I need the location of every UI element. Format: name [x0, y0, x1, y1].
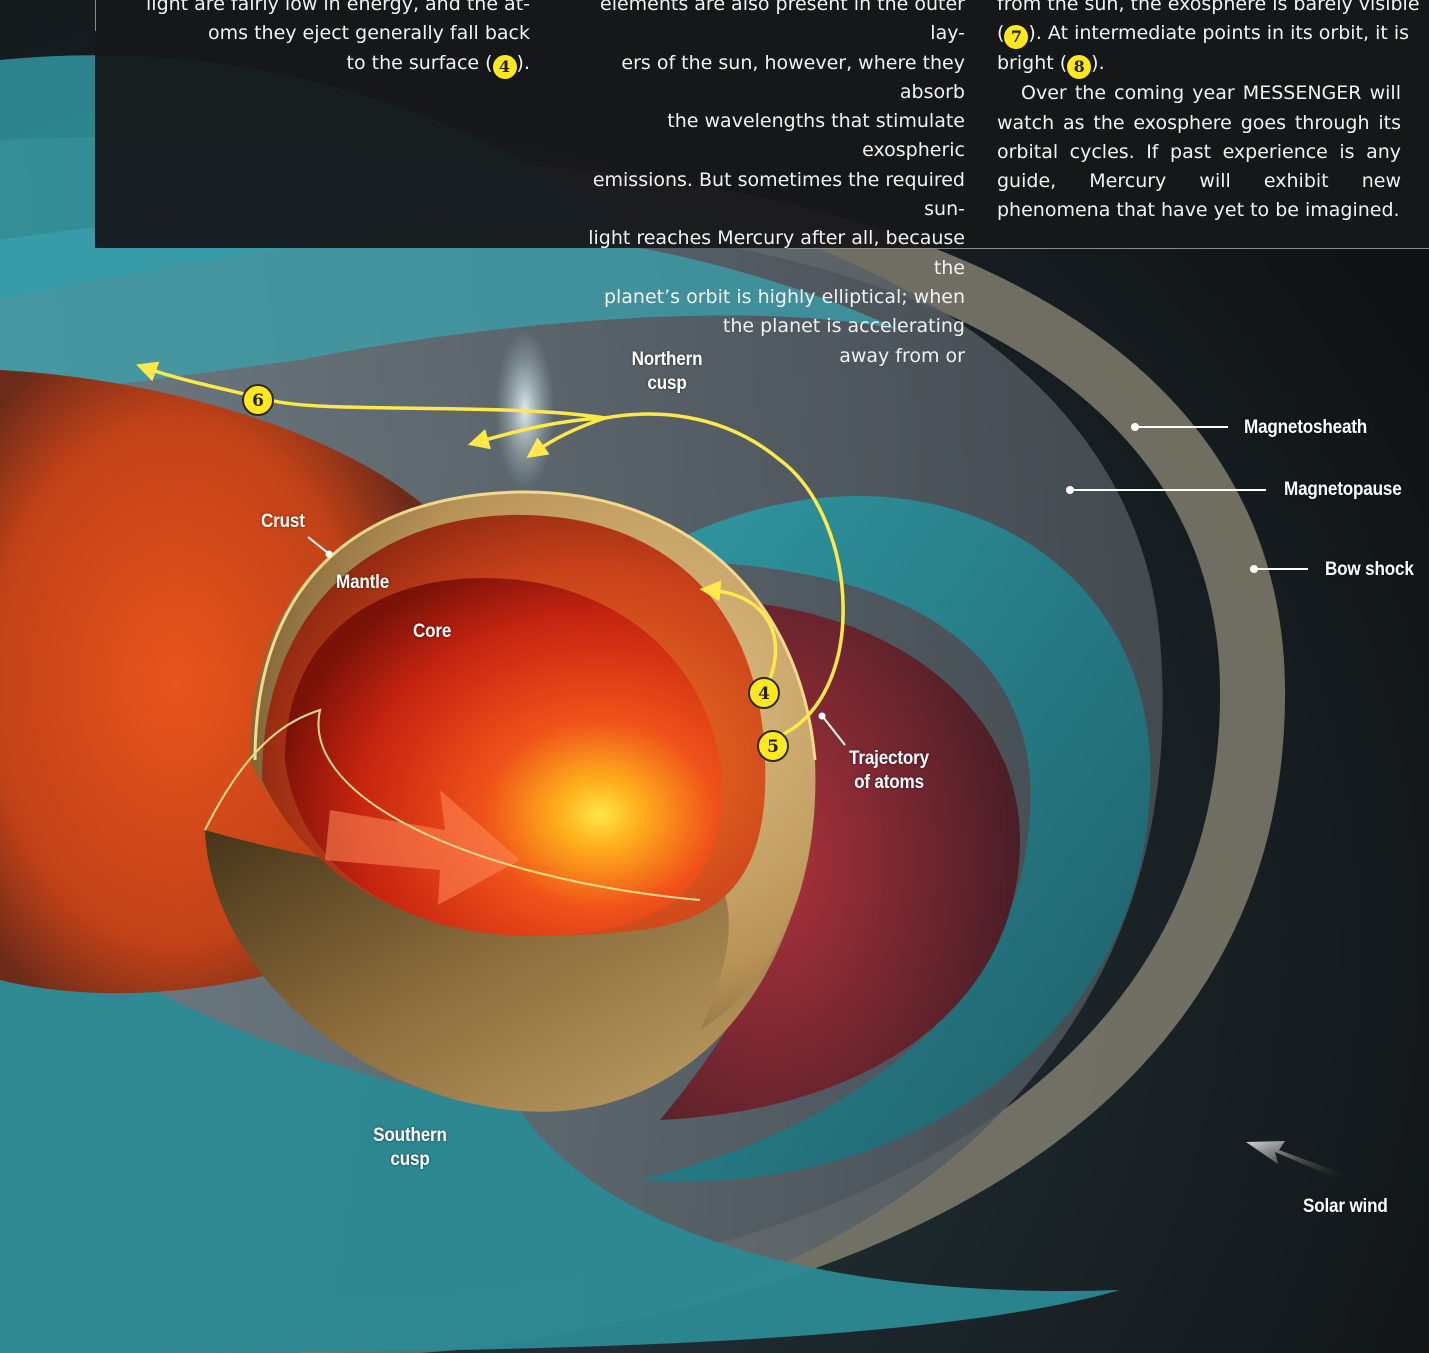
- label-core: Core: [413, 620, 451, 644]
- band-left-border: [95, 0, 96, 31]
- article-column-3: from the sun, the exosphere is barely vi…: [997, 0, 1401, 226]
- col1-line-3: to the surface (4).: [120, 49, 530, 79]
- svg-text:5: 5: [767, 737, 779, 757]
- marker-5: 5: [758, 731, 788, 761]
- col3-line-1: from the sun, the exosphere is barely vi…: [997, 0, 1401, 19]
- col2-line-4: emissions. But sometimes the required su…: [560, 166, 965, 225]
- col2-line-1: elements are also present in the outer l…: [560, 0, 965, 49]
- label-crust: Crust: [261, 510, 305, 534]
- col3-line-3: bright (8).: [997, 49, 1401, 79]
- label-trajectory-of-atoms: Trajectory of atoms: [835, 747, 943, 795]
- label-bow-shock: Bow shock: [1325, 558, 1414, 582]
- svg-text:4: 4: [758, 684, 770, 704]
- col1-line-2: oms they eject generally fall back: [120, 19, 530, 48]
- col2-line-6: planet’s orbit is highly elliptical; whe…: [560, 283, 965, 312]
- inline-marker-8: 8: [1067, 55, 1091, 79]
- svg-text:6: 6: [252, 391, 264, 411]
- col2-line-5: light reaches Mercury after all, because…: [560, 224, 965, 283]
- label-southern-cusp: Southern cusp: [356, 1124, 464, 1172]
- label-magnetosheath: Magnetosheath: [1244, 416, 1367, 440]
- col3-paragraph-2: Over the coming year MESSENGER will watc…: [997, 79, 1401, 225]
- col1-line-1: light are fairly low in energy, and the …: [120, 0, 530, 19]
- label-magnetopause: Magnetopause: [1284, 478, 1402, 502]
- label-solar-wind: Solar wind: [1303, 1195, 1388, 1219]
- marker-4: 4: [749, 678, 779, 708]
- inline-marker-7: 7: [1004, 25, 1028, 49]
- col2-line-2: ers of the sun, however, where they abso…: [560, 49, 965, 108]
- col3-line-2: (7). At intermediate points in its orbit…: [997, 19, 1401, 49]
- col2-line-3: the wavelengths that stimulate exospheri…: [560, 107, 965, 166]
- article-column-1: light are fairly low in energy, and the …: [120, 0, 530, 79]
- label-mantle: Mantle: [336, 571, 389, 595]
- label-northern-cusp: Northern cusp: [613, 348, 721, 396]
- article-column-2: elements are also present in the outer l…: [560, 0, 965, 371]
- inline-marker-4: 4: [493, 55, 517, 79]
- col2-line-7: the planet is accelerating: [560, 312, 965, 341]
- marker-6: 6: [243, 385, 273, 415]
